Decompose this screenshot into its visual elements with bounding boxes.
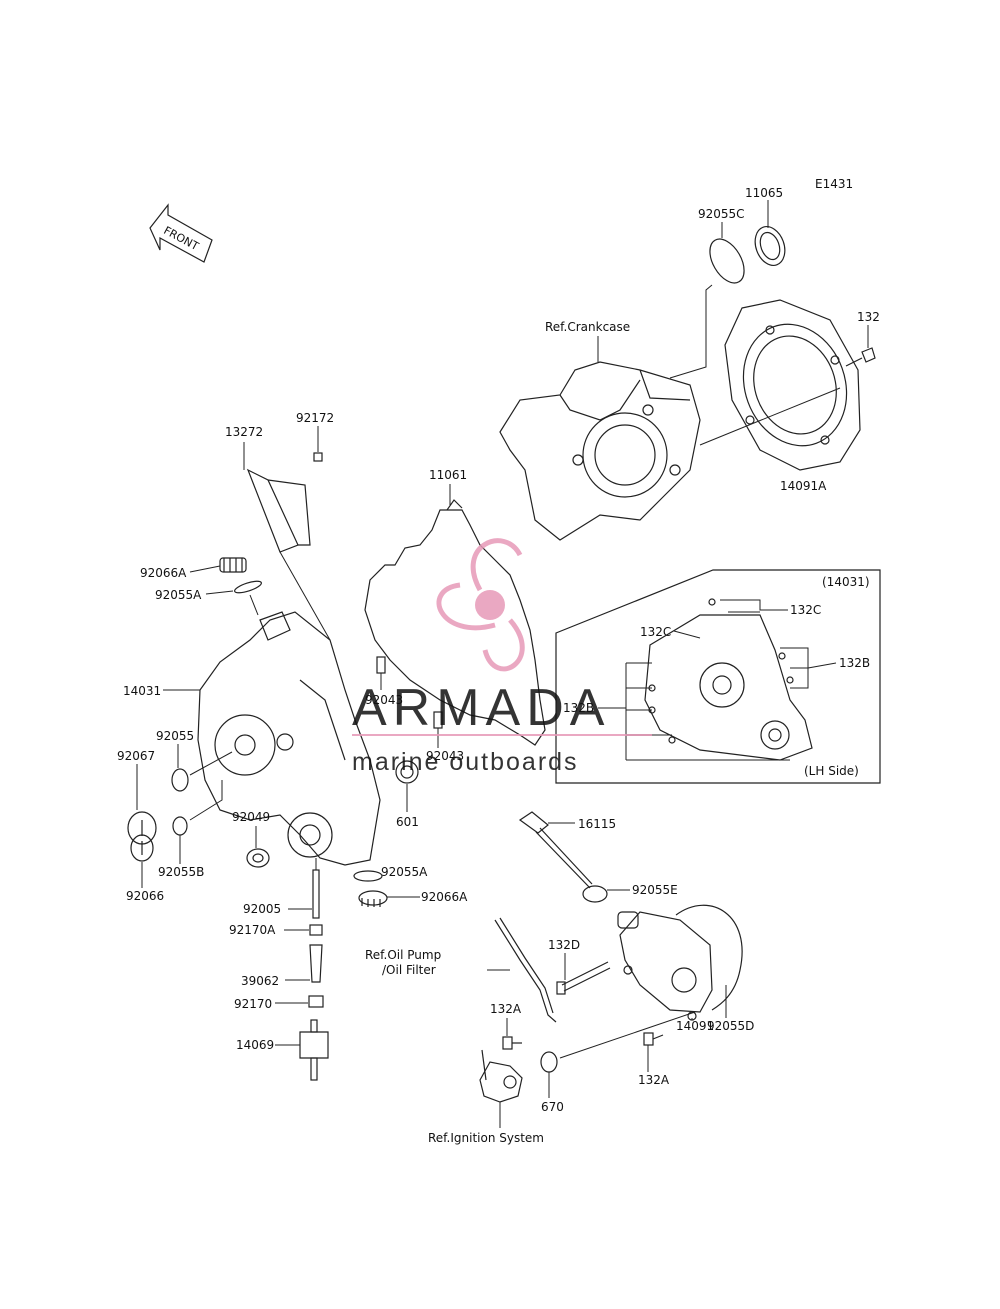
part-label-601: 601	[396, 815, 419, 829]
oring-92055c-icon	[709, 238, 745, 284]
clamp-92170-icon	[308, 995, 324, 1008]
part-label-13272: 13272	[225, 425, 263, 439]
part-label-14069: 14069	[236, 1038, 274, 1052]
breather-14069-icon	[299, 1019, 329, 1081]
part-label-92066: 92066	[126, 889, 164, 903]
crankcase-drawing	[499, 361, 701, 541]
part-label-132D: 132D	[548, 938, 580, 952]
oring-92055b-icon	[172, 816, 188, 836]
hose-39062-icon	[309, 944, 323, 983]
part-label-92043-b: 92043	[426, 749, 464, 763]
seal-92049-icon	[246, 848, 270, 868]
bolt-132a-a-icon	[502, 1036, 522, 1050]
plate-13272-icon	[246, 468, 311, 553]
ref-oil-pump-label: Ref.Oil Pump	[365, 948, 441, 962]
part-label-92005: 92005	[243, 902, 281, 916]
oring-92055a-bottom-icon	[353, 870, 383, 882]
part-label-14091A: 14091A	[780, 479, 827, 493]
part-label-14091: 14091	[676, 1019, 714, 1033]
part-label-16115: 16115	[578, 817, 616, 831]
screw-92172-icon	[313, 452, 323, 462]
oring-92055-icon	[171, 768, 189, 792]
clamp-92170a-icon	[309, 924, 323, 936]
part-label-670: 670	[541, 1100, 564, 1114]
front-label: FRONT	[161, 224, 201, 253]
part-label-132: 132	[857, 310, 880, 324]
engine-cover-14031-drawing	[197, 611, 381, 866]
oring-670-icon	[540, 1051, 558, 1073]
oring-92055e-icon	[582, 885, 608, 903]
inset-lh-side: (14031) (LH Side)	[555, 569, 881, 784]
part-label-92067: 92067	[117, 749, 155, 763]
part-label-92055A-top: 92055A	[155, 588, 202, 602]
oil-pipe-icon	[494, 919, 557, 1023]
ref-oil-filter-label: /Oil Filter	[382, 963, 436, 977]
part-label-92055A-bottom: 92055A	[381, 865, 428, 879]
watermark-brand: ARMADA	[352, 679, 610, 737]
part-label-39062: 39062	[241, 974, 279, 988]
plug-92066a-bottom-icon	[358, 890, 388, 907]
part-label-92170: 92170	[234, 997, 272, 1011]
part-label-92055C: 92055C	[698, 207, 745, 221]
pump-cover-14091-icon	[617, 911, 713, 1021]
watermark-tagline: marine outboards	[352, 748, 579, 776]
part-label-92049: 92049	[232, 810, 270, 824]
inset-label-132C-a: 132C	[790, 603, 821, 617]
bolt-132-icon	[845, 347, 876, 367]
ignition-sensor-icon	[479, 1049, 523, 1103]
inset-label-132B-b: 132B	[563, 701, 594, 715]
part-label-11061: 11061	[429, 468, 467, 482]
bolt-132d-icon	[556, 961, 611, 995]
part-label-92066A-top: 92066A	[140, 566, 187, 580]
oring-92055d-icon	[675, 904, 743, 1011]
plug-92066-icon	[130, 834, 154, 862]
ref-ignition-label: Ref.Ignition System	[428, 1131, 544, 1145]
inset-side-label: (LH Side)	[804, 764, 859, 778]
armada-logo: ARMADA marine outboards	[352, 538, 652, 776]
oring-92055a-top-icon	[234, 580, 262, 594]
part-label-92055D: 92055D	[707, 1019, 754, 1033]
ref-crankcase-label: Ref.Crankcase	[545, 320, 630, 334]
part-label-132A-b: 132A	[638, 1073, 670, 1087]
part-label-11065: 11065	[745, 186, 783, 200]
inset-label-132B-a: 132B	[839, 656, 870, 670]
seal-601-icon	[395, 760, 419, 784]
inset-label-132C-b: 132C	[640, 625, 671, 639]
part-label-92170A: 92170A	[229, 923, 276, 937]
cover-plate-14091a-icon	[724, 299, 861, 471]
dowel-92043-a-icon	[376, 656, 386, 674]
inset-title: (14031)	[822, 575, 870, 589]
seal-11065-icon	[754, 226, 786, 266]
part-label-92055: 92055	[156, 729, 194, 743]
dipstick-16115-icon	[518, 811, 593, 889]
bolt-132a-b-icon	[643, 1032, 664, 1046]
part-label-14031: 14031	[123, 684, 161, 698]
diagram-code: E1431	[815, 177, 853, 191]
propeller-logo-icon	[436, 538, 525, 672]
plug-92067-icon	[127, 811, 157, 845]
part-label-132A-a: 132A	[490, 1002, 522, 1016]
part-label-92055B: 92055B	[158, 865, 204, 879]
part-label-92055E: 92055E	[632, 883, 678, 897]
part-label-92043-a: 92043	[365, 693, 403, 707]
part-label-92172: 92172	[296, 411, 334, 425]
front-arrow-icon: FRONT	[149, 203, 213, 263]
gasket-11061-icon	[364, 509, 546, 746]
plug-92066a-top-icon	[219, 557, 247, 573]
pin-92005-icon	[312, 869, 320, 919]
part-label-92066A-bottom: 92066A	[421, 890, 468, 904]
